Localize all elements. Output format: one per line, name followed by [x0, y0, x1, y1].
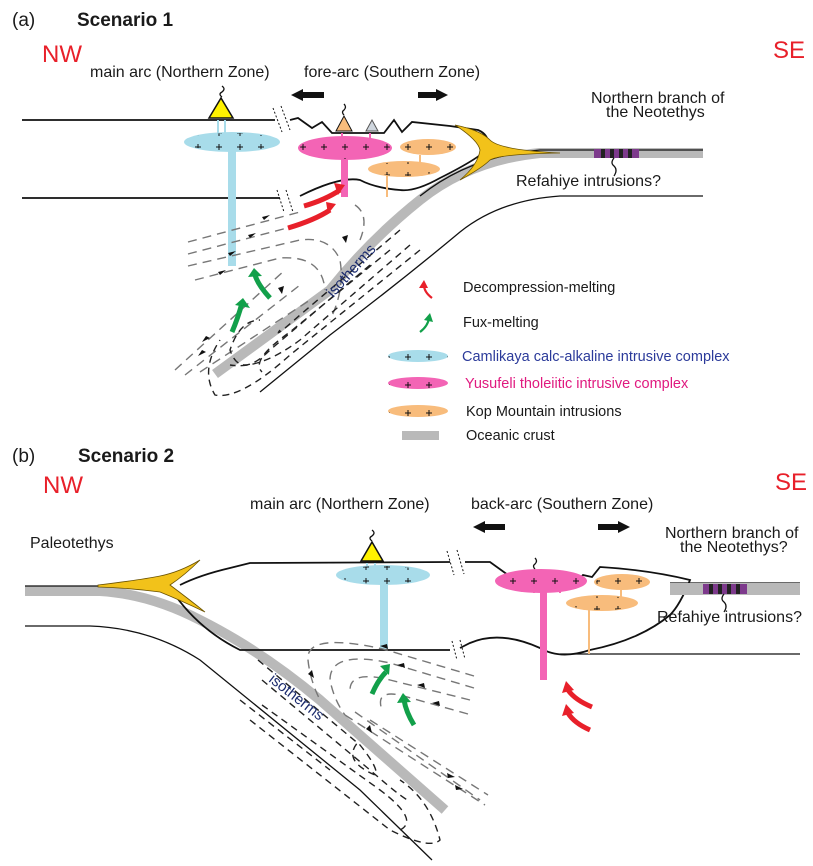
panel-b: (b) Scenario 2 NW SE main arc (Northern …: [12, 446, 807, 861]
fore-arc-outline-a: [289, 117, 490, 197]
legend-item-camlikaya: Camlikaya calc-alkaline intrusive comple…: [388, 349, 730, 365]
legend-label-kop: Kop Mountain intrusions: [466, 404, 622, 420]
flux-arrow-2-b: [401, 699, 417, 727]
volcano-plume-a: [219, 85, 225, 98]
isotherm-lines-a: [207, 229, 421, 397]
oceanic-crust-slab-b: [25, 586, 449, 814]
break-symbol-b: [446, 549, 465, 576]
extension-arrow-right-a: [418, 89, 448, 101]
decompression-arrow-1-a: [287, 207, 332, 231]
legend-label-flux: Fux-melting: [463, 315, 539, 331]
back-arc-outline-b: [459, 561, 692, 656]
legend-item-flux: Fux-melting: [419, 313, 539, 333]
paleotethys-label-b: Paleotethys: [30, 535, 114, 552]
isotherms-label-a: isotherms: [323, 241, 379, 301]
extension-arrow-left-b: [473, 521, 505, 533]
mantle-flow-lines-a: [174, 204, 365, 376]
upper-plate-top-b: [179, 561, 451, 586]
legend-item-yusufeli: Yusufeli tholeiitic intrusive complex: [388, 376, 689, 392]
decompression-arrow-1-b: [565, 688, 593, 710]
camlikaya-feeder-a: [228, 151, 236, 266]
direction-se-a: SE: [773, 37, 805, 64]
panel-title-b: Scenario 2: [78, 446, 174, 467]
legend-item-kop: Kop Mountain intrusions: [388, 404, 622, 420]
break-symbol-lower-a: [276, 189, 294, 213]
mantle-flow-lines-b: [307, 641, 489, 806]
refahiye-bands-b: [703, 584, 747, 594]
ocean-label-line2-b: the Neotethys?: [680, 539, 788, 556]
panel-label-a: (a): [12, 10, 35, 31]
break-symbol-a: [272, 105, 291, 133]
isotherm-lines-b: [239, 659, 441, 844]
refahiye-bands-a: [594, 149, 639, 158]
camlikaya-feeder-b: [380, 584, 388, 649]
refahiye-label-a: Refahiye intrusions?: [516, 173, 661, 190]
extension-arrow-right-b: [598, 521, 630, 533]
main-arc-volcano-b: [359, 540, 385, 562]
legend: Decompression-melting Fux-melting Camlik…: [388, 280, 730, 444]
flux-arrow-1-a: [252, 274, 272, 300]
fore-arc-label-a: fore-arc (Southern Zone): [304, 64, 480, 81]
extension-arrow-left-a: [291, 89, 324, 101]
yusufeli-feeder-b: [540, 592, 547, 680]
ocean-label-line1-b: Northern branch of: [665, 525, 799, 542]
flux-arrow-1-b: [369, 670, 388, 695]
slab-base-line-b: [25, 625, 433, 861]
fore-arc-volcano-a: [335, 114, 353, 132]
main-arc-volcano-a: [207, 96, 235, 119]
legend-item-oceanic-crust: Oceanic crust: [402, 428, 555, 444]
direction-nw-b: NW: [43, 472, 83, 499]
accretionary-wedge-b: [97, 559, 206, 613]
ocean-label-line1-a: Northern branch of: [591, 90, 725, 107]
refahiye-leader-a: [611, 157, 617, 177]
accretionary-wedge-a: [454, 124, 561, 181]
legend-label-camlikaya: Camlikaya calc-alkaline intrusive comple…: [462, 349, 730, 365]
direction-se-b: SE: [775, 469, 807, 496]
panel-a: (a) Scenario 1 NW SE main arc (Northern …: [12, 10, 805, 397]
break-symbol-lower-b: [451, 639, 466, 661]
slab-base-line-a: [259, 195, 703, 393]
legend-label-yusufeli: Yusufeli tholeiitic intrusive complex: [465, 376, 689, 392]
panel-title-a: Scenario 1: [77, 10, 174, 31]
ocean-label-line2-a: the Neotethys: [606, 104, 705, 121]
gray-bar-icon: [402, 431, 439, 440]
decompression-arrow-2-b: [565, 711, 592, 733]
gray-volcano-a: [365, 118, 379, 132]
upper-plate-base-b: [174, 594, 450, 651]
yusufeli-feeder-a: [341, 159, 348, 197]
back-arc-label-b: back-arc (Southern Zone): [471, 496, 653, 513]
oceanic-crust-slab-a: [212, 148, 703, 379]
direction-nw-a: NW: [42, 41, 82, 68]
refahiye-label-b: Refahiye intrusions?: [657, 609, 802, 626]
legend-item-decompression: Decompression-melting: [419, 280, 615, 299]
main-arc-label-b: main arc (Northern Zone): [250, 496, 430, 513]
legend-label-oceanic-crust: Oceanic crust: [466, 428, 555, 444]
panel-label-b: (b): [12, 446, 35, 467]
legend-label-decompression: Decompression-melting: [463, 280, 615, 296]
main-arc-label-a: main arc (Northern Zone): [90, 64, 270, 81]
